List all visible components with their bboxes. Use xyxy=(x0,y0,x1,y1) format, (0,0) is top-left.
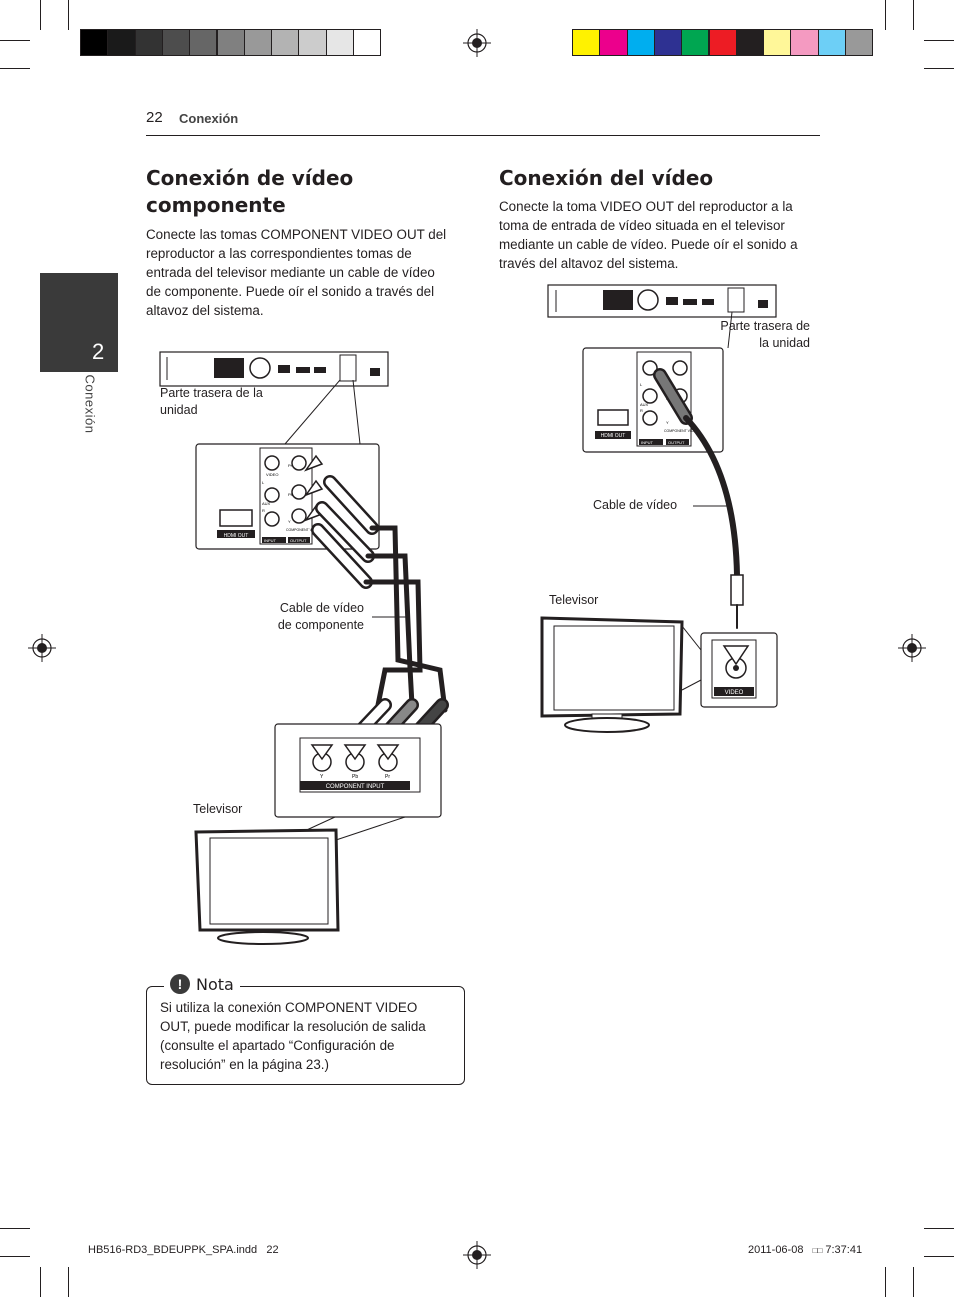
note-title: Nota xyxy=(196,974,234,994)
svg-text:L: L xyxy=(640,382,643,387)
component-cable-label: Cable de vídeo de componente xyxy=(277,601,364,632)
tv-component-input-panel: Y Pb Pr COMPONENT INPUT xyxy=(274,723,442,818)
crop-mark xyxy=(885,1267,886,1297)
svg-text:Pr: Pr xyxy=(385,774,390,780)
tv-video-input-panel: VIDEO xyxy=(700,632,778,708)
svg-text:Pb: Pb xyxy=(288,492,294,497)
color-swatch xyxy=(626,29,655,56)
color-swatch xyxy=(161,29,191,56)
color-swatch xyxy=(653,29,683,56)
svg-text:R: R xyxy=(262,508,265,513)
crop-mark xyxy=(0,68,30,69)
color-swatch xyxy=(189,29,218,56)
crop-mark xyxy=(0,1228,30,1229)
color-swatch xyxy=(271,29,300,56)
left-body-text: Conecte las tomas COMPONENT VIDEO OUT de… xyxy=(146,227,447,318)
page-header: 22 Conexión xyxy=(146,109,820,136)
color-swatch xyxy=(298,29,327,56)
crop-mark xyxy=(68,1267,69,1297)
color-swatch xyxy=(790,29,819,56)
color-swatch xyxy=(353,29,382,56)
crop-mark xyxy=(40,1267,41,1297)
svg-text:R: R xyxy=(640,408,643,413)
crop-mark xyxy=(924,1228,954,1229)
svg-text:VIDEO: VIDEO xyxy=(725,690,744,696)
color-swatch xyxy=(599,29,628,56)
note-header: ! Nota xyxy=(164,972,240,996)
svg-text:Pb: Pb xyxy=(352,774,358,780)
footer-file: HB516-RD3_BDEUPPK_SPA.indd 22 xyxy=(88,1244,279,1256)
svg-text:Y: Y xyxy=(288,519,291,524)
chapter-label: Conexión xyxy=(82,374,98,434)
registration-mark-icon xyxy=(898,634,926,662)
registration-mark-icon xyxy=(463,1241,491,1269)
svg-text:AUX: AUX xyxy=(640,402,649,407)
crop-mark xyxy=(0,1256,30,1257)
svg-text:COMPONENT INPUT: COMPONENT INPUT xyxy=(326,784,385,790)
video-cable xyxy=(653,368,744,629)
video-cable-label: Cable de vídeo xyxy=(593,498,678,512)
crop-mark xyxy=(40,0,41,30)
page-number: 22 xyxy=(146,109,163,126)
color-swatch xyxy=(80,29,109,56)
chapter-number: 2 xyxy=(92,339,105,364)
crop-mark xyxy=(924,40,954,41)
svg-text:Y: Y xyxy=(320,774,324,780)
note-box xyxy=(146,986,465,1085)
right-section-title: Conexión del vídeo xyxy=(499,166,714,190)
svg-text:COMPONENT VIDEO: COMPONENT VIDEO xyxy=(286,528,321,532)
crop-mark xyxy=(885,0,886,30)
color-swatch xyxy=(216,29,245,56)
svg-text:L: L xyxy=(262,480,265,485)
color-swatch xyxy=(845,29,874,56)
color-swatch xyxy=(243,29,273,56)
unit-rear-panel xyxy=(547,284,777,318)
tv-illustration xyxy=(540,616,684,733)
color-swatch xyxy=(107,29,136,56)
color-swatch xyxy=(681,29,710,56)
svg-text:INPUT: INPUT xyxy=(264,538,277,543)
component-video-diagram: HDMI OUT VIDEO L AUX R Pr Pb Y COMPONENT… xyxy=(159,351,449,945)
footer-timestamp: 2011-06-08 □□ 7:37:41 xyxy=(748,1244,863,1256)
registration-mark-icon xyxy=(28,634,56,662)
svg-text:Pr: Pr xyxy=(288,463,293,468)
exclamation-icon: ! xyxy=(170,974,190,994)
color-swatch xyxy=(763,29,792,56)
svg-text:OUTPUT: OUTPUT xyxy=(290,538,307,543)
svg-text:VIDEO: VIDEO xyxy=(266,472,278,477)
registration-mark-icon xyxy=(463,29,491,57)
crop-mark xyxy=(924,68,954,69)
svg-text:OUTPUT: OUTPUT xyxy=(668,440,685,445)
color-swatch xyxy=(735,29,765,56)
svg-text:COMPONENT VIDEO: COMPONENT VIDEO xyxy=(664,429,699,433)
svg-text:Y: Y xyxy=(666,420,669,425)
svg-text:HDMI OUT: HDMI OUT xyxy=(601,433,626,439)
section-name: Conexión xyxy=(179,111,239,126)
unit-rear-label: Parte trasera de la unidad xyxy=(160,386,263,417)
svg-text:HDMI OUT: HDMI OUT xyxy=(224,533,249,539)
note-text: Si utiliza la conexión COMPONENT VIDEO O… xyxy=(160,1000,426,1072)
svg-text:INPUT: INPUT xyxy=(641,440,654,445)
chapter-tab: 2 xyxy=(40,273,118,372)
color-swatch xyxy=(708,29,737,56)
video-diagram: HDMI OUT L AUX R Pb Y COMPONENT VIDEO IN… xyxy=(540,284,778,733)
color-swatch xyxy=(572,29,601,56)
crop-mark xyxy=(913,0,914,30)
tv-illustration xyxy=(194,828,340,945)
color-swatch xyxy=(325,29,354,56)
crop-mark xyxy=(68,0,69,30)
crop-mark xyxy=(913,1267,914,1297)
right-body-text: Conecte la toma VIDEO OUT del reproducto… xyxy=(499,199,798,271)
color-swatch xyxy=(817,29,846,56)
color-swatch xyxy=(134,29,163,56)
unit-rear-panel xyxy=(159,351,389,387)
crop-mark xyxy=(0,40,30,41)
svg-text:AUX: AUX xyxy=(262,501,271,506)
tv-label: Televisor xyxy=(193,802,243,816)
left-section-title: Conexión de vídeo componente xyxy=(146,166,354,217)
unit-rear-label: Parte trasera de la unidad xyxy=(720,319,810,350)
tv-label: Televisor xyxy=(549,593,599,607)
crop-mark xyxy=(924,1256,954,1257)
